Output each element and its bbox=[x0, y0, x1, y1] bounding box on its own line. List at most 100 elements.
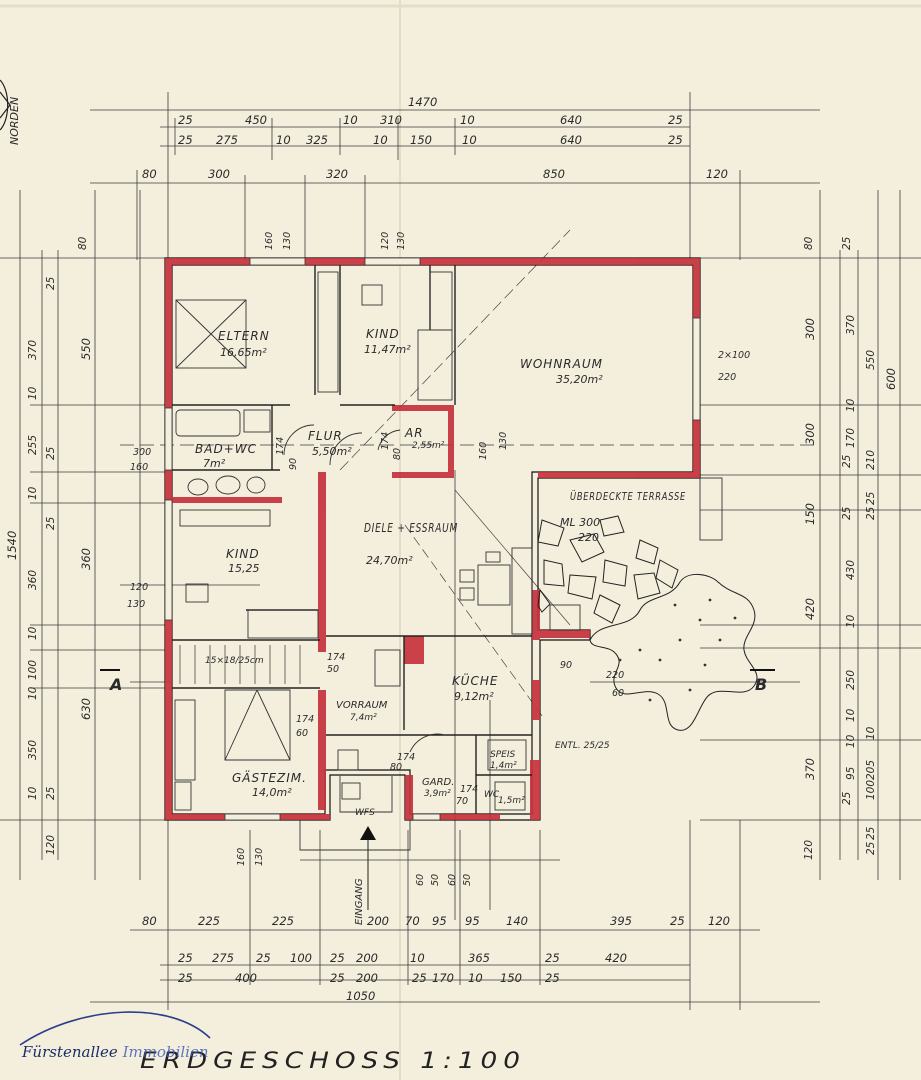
dim-bottom_row2-6: 10 bbox=[410, 951, 425, 965]
dim-right_inner-0: 80 bbox=[803, 236, 815, 250]
dim-bottom_row3-8: 25 bbox=[545, 971, 560, 985]
dim-right_inner-4: 25 bbox=[841, 791, 853, 805]
room-kind2-name: KIND bbox=[226, 547, 260, 561]
drawing-title: ERDGESCHOSS 1:100 bbox=[140, 1049, 526, 1074]
dim-left_inner-2: 25 bbox=[45, 446, 57, 460]
room-ar-name: AR bbox=[404, 426, 424, 440]
section-b-label: B bbox=[755, 675, 767, 694]
dim-left_outer-1: 360 bbox=[79, 548, 93, 570]
dim-right_mid-1: 10 bbox=[845, 398, 857, 412]
terrace-ml: ML 300 bbox=[560, 516, 600, 529]
dim-bottom_row1-2: 225 bbox=[272, 914, 294, 928]
room-eltern-name: ELTERN bbox=[218, 329, 270, 343]
dim-misc-5: 160 bbox=[130, 462, 148, 473]
dim-misc-19: 174 bbox=[296, 714, 314, 725]
dim-left_inner-1: 25 bbox=[45, 276, 57, 290]
dim-bottom_total: 1050 bbox=[346, 989, 375, 1003]
dim-right_outer-3: 420 bbox=[803, 598, 817, 620]
room-wohn-area: 35,20m² bbox=[556, 373, 603, 386]
dim-misc-14: 60 bbox=[612, 688, 624, 699]
room-wfs-name: WFS bbox=[355, 808, 375, 818]
room-kind2-area: 15,25 bbox=[228, 562, 260, 575]
room-vorraum-area: 7,4m² bbox=[350, 713, 377, 723]
dim-bottom_row1-9: 25 bbox=[670, 914, 685, 928]
dim-top_row1-4: 10 bbox=[460, 113, 475, 127]
dim-misc-8: 160 bbox=[478, 442, 489, 460]
dim-misc-31: 160 bbox=[236, 848, 247, 866]
dim-right_mid-5: 250 bbox=[845, 670, 857, 690]
room-terr-name: ÜBERDECKTE TERRASSE bbox=[570, 490, 686, 503]
room-vorraum-name: VORRAUM bbox=[336, 700, 388, 711]
dim-left_outer-0: 550 bbox=[79, 338, 93, 360]
dim-top_row3-4: 120 bbox=[706, 167, 728, 181]
dim-right_outer-1: 300 bbox=[803, 423, 817, 445]
dim-left_inner-5: 120 bbox=[45, 835, 57, 855]
dim-misc-22: 90 bbox=[288, 458, 299, 470]
dim-top_row2-3: 325 bbox=[306, 133, 328, 147]
dim-bottom_row3-2: 25 bbox=[330, 971, 345, 985]
dim-left_mid-9: 10 bbox=[27, 786, 39, 800]
dim-bottom_row2-8: 25 bbox=[545, 951, 560, 965]
dim-right_extra-6: 10 bbox=[865, 726, 877, 740]
room-kind1-name: KIND bbox=[366, 327, 400, 341]
brand-text-b: Immobilien bbox=[122, 1043, 209, 1061]
dim-left_outer-2: 630 bbox=[79, 698, 93, 720]
dim-misc-18: 70 bbox=[456, 796, 468, 807]
dim-right_extra-1: 210 bbox=[865, 450, 877, 470]
room-ar-area: 2,55m² bbox=[412, 441, 445, 451]
dim-top_row2-1: 275 bbox=[216, 133, 238, 147]
terrace-220: 220 bbox=[578, 531, 599, 544]
dim-misc-24: 80 bbox=[392, 448, 403, 460]
stairs-note: 15×18/25cm bbox=[205, 656, 264, 666]
dim-bottom_row2-1: 275 bbox=[212, 951, 234, 965]
dim-left_mid-4: 360 bbox=[27, 570, 39, 590]
dim-left_mid-1: 10 bbox=[27, 386, 39, 400]
brand-text-a: Fürstenallee bbox=[22, 1043, 123, 1061]
dim-top_row2-6: 10 bbox=[462, 133, 477, 147]
dim-right_inner-2: 25 bbox=[841, 454, 853, 468]
dim-bottom_row2-9: 420 bbox=[605, 951, 627, 965]
dim-right_outer-4: 370 bbox=[803, 758, 817, 780]
dim-misc-10: 120 bbox=[130, 582, 148, 593]
dim-misc-32: 130 bbox=[254, 848, 265, 866]
dim-left_mid-5: 10 bbox=[27, 626, 39, 640]
north-label: NORDEN bbox=[8, 97, 21, 145]
dim-bottom_row1-1: 225 bbox=[198, 914, 220, 928]
dim-right_inner-3: 25 bbox=[841, 506, 853, 520]
dim-misc-1: 130 bbox=[282, 232, 293, 250]
dim-left_total: 1540 bbox=[5, 531, 19, 560]
dim-misc-7: 220 bbox=[718, 372, 736, 383]
dim-misc-20: 60 bbox=[296, 728, 308, 739]
interior-walls bbox=[172, 265, 532, 814]
dim-misc-3: 130 bbox=[396, 232, 407, 250]
dim-right_extra-0: 550 bbox=[865, 350, 877, 370]
dim-right_extra-7: 25 bbox=[865, 826, 877, 840]
wall-fill bbox=[165, 258, 700, 820]
dim-top_row2-5: 150 bbox=[410, 133, 432, 147]
entrance-arrow-icon bbox=[360, 826, 376, 910]
dim-right_mid-7: 95 bbox=[845, 766, 857, 780]
terrace-stones bbox=[537, 515, 758, 731]
room-diele-name: DIELE + ESSRAUM bbox=[364, 521, 458, 535]
dim-misc-11: 130 bbox=[127, 599, 145, 610]
dim-bottom_row3-0: 25 bbox=[178, 971, 193, 985]
room-kind1-area: 11,47m² bbox=[364, 343, 411, 356]
dim-bottom_row3-4: 25 bbox=[412, 971, 427, 985]
dim-misc-28: 50 bbox=[430, 874, 441, 886]
room-gaest-name: GÄSTEZIM. bbox=[232, 770, 307, 785]
brand-logo: Fürstenallee Immobilien bbox=[22, 1043, 209, 1061]
dim-bottom_row1-10: 120 bbox=[708, 914, 730, 928]
dim-right_extra-3: 25 bbox=[865, 506, 877, 520]
dim-bottom_row2-0: 25 bbox=[178, 951, 193, 965]
dim-top_row1-5: 640 bbox=[560, 113, 582, 127]
dim-bottom_row1-5: 95 bbox=[432, 914, 447, 928]
dim-right_outer-2: 150 bbox=[803, 503, 817, 525]
dim-misc-27: 60 bbox=[415, 874, 426, 886]
dim-bottom_row1-8: 395 bbox=[610, 914, 632, 928]
entrance-label: EINGANG bbox=[354, 878, 365, 925]
dim-right_extra-2: 25 bbox=[865, 491, 877, 505]
dim-left_mid-3: 10 bbox=[27, 486, 39, 500]
dim-top_row2-4: 10 bbox=[373, 133, 388, 147]
